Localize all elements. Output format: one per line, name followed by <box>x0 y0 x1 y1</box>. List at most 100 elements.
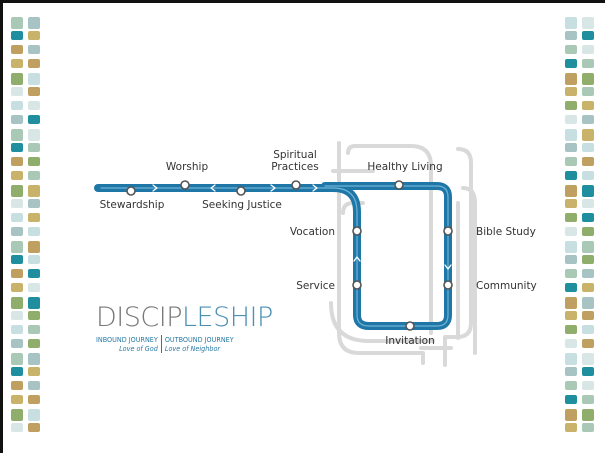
mosaic-tile <box>28 73 40 85</box>
journey-caption: INBOUND JOURNEY Love of God OUTBOUND JOU… <box>96 335 273 353</box>
mosaic-tile <box>28 409 40 421</box>
grey-track-1 <box>337 141 425 365</box>
direction-arrows <box>152 184 452 270</box>
mosaic-tile <box>582 157 594 166</box>
transit-route-map: Stewardship Worship Seeking Justice Spir… <box>94 141 537 367</box>
mosaic-tile <box>11 213 23 222</box>
mosaic-tile <box>582 17 594 29</box>
mosaic-tile <box>582 381 594 390</box>
mosaic-tile <box>28 423 40 432</box>
mosaic-tile <box>11 241 23 253</box>
mosaic-tile <box>11 353 23 365</box>
mosaic-tile <box>582 255 594 264</box>
mosaic-tile <box>565 339 577 348</box>
mosaic-tile <box>11 73 23 85</box>
mosaic-tile <box>11 367 23 376</box>
arrow-5 <box>444 264 452 270</box>
mosaic-tile <box>582 171 594 180</box>
route-inner <box>100 185 449 327</box>
mosaic-tile <box>11 87 23 96</box>
mosaic-tile <box>582 115 594 124</box>
mosaic-tile <box>565 423 577 432</box>
mosaic-tile <box>28 353 40 365</box>
mosaic-tile <box>28 101 40 110</box>
mosaic-tile <box>11 269 23 278</box>
mosaic-tile <box>28 171 40 180</box>
mosaic-tile <box>582 213 594 222</box>
mosaic-tile <box>582 143 594 152</box>
arrow-2 <box>210 184 216 192</box>
mosaic-tile <box>582 353 594 365</box>
grey-track-2 <box>346 144 433 335</box>
mosaic-tile <box>565 283 577 292</box>
mosaic-tile <box>582 87 594 96</box>
logo-word-part1: DISCIP <box>96 302 183 333</box>
healthy-living-stop <box>394 180 404 190</box>
mosaic-tile <box>565 241 577 253</box>
spiritual-practices-stop <box>291 180 301 190</box>
mosaic-tile <box>565 297 577 309</box>
mosaic-tile <box>565 311 577 320</box>
mosaic-tile <box>11 171 23 180</box>
label-healthy-living: Healthy Living <box>367 161 442 173</box>
mosaic-tile <box>565 227 577 236</box>
mosaic-tile <box>582 101 594 110</box>
mosaic-tile <box>28 143 40 152</box>
mosaic-tile <box>565 129 577 141</box>
mosaic-tile <box>582 269 594 278</box>
mosaic-tile <box>565 325 577 334</box>
seeking-justice-stop <box>236 186 246 196</box>
vocation-stop <box>352 226 362 236</box>
mosaic-tile <box>565 255 577 264</box>
mosaic-tile <box>565 45 577 54</box>
community-stop <box>443 280 453 290</box>
mosaic-tile <box>28 87 40 96</box>
mosaic-tile <box>582 311 594 320</box>
mosaic-tile <box>565 409 577 421</box>
mosaic-tile <box>565 59 577 68</box>
mosaic-tile <box>565 101 577 110</box>
label-stewardship: Stewardship <box>100 199 165 211</box>
mosaic-tile <box>565 381 577 390</box>
station-dots <box>126 180 453 331</box>
mosaic-tile <box>565 115 577 124</box>
mosaic-tile <box>11 381 23 390</box>
blue-route <box>94 182 452 330</box>
arrow-1 <box>152 184 158 192</box>
mosaic-tile <box>28 325 40 334</box>
mosaic-tile <box>582 395 594 404</box>
mosaic-tile <box>28 115 40 124</box>
mosaic-tile <box>565 31 577 40</box>
arrow-6 <box>312 184 318 192</box>
mosaic-tile <box>565 185 577 197</box>
invitation-stop <box>405 321 415 331</box>
mosaic-tile <box>11 199 23 208</box>
mosaic-tile <box>11 339 23 348</box>
mosaic-tile <box>11 59 23 68</box>
mosaic-tile <box>28 339 40 348</box>
mosaic-tile <box>28 381 40 390</box>
mosaic-tile <box>565 157 577 166</box>
label-community: Community <box>476 280 537 292</box>
outbound-journey: OUTBOUND JOURNEY Love of Neighbor <box>162 335 234 353</box>
mosaic-tile <box>28 59 40 68</box>
station-labels: Stewardship Worship Seeking Justice Spir… <box>100 149 537 347</box>
mosaic-tile <box>28 269 40 278</box>
mosaic-tile <box>565 73 577 85</box>
mosaic-tile <box>582 367 594 376</box>
mosaic-tile <box>565 367 577 376</box>
logo-wordmark: DISCIPLESHIP <box>96 303 273 333</box>
mosaic-tile <box>565 353 577 365</box>
mosaic-tile <box>11 409 23 421</box>
mosaic-tile <box>565 199 577 208</box>
mosaic-tile <box>11 423 23 432</box>
mosaic-tile <box>565 395 577 404</box>
mosaic-tile <box>11 101 23 110</box>
outbound-subtitle: Love of Neighbor <box>164 344 221 353</box>
mosaic-tile <box>11 31 23 40</box>
mosaic-tile <box>565 143 577 152</box>
mosaic-tile <box>582 297 594 309</box>
logo-word-part2: LESHIP <box>182 302 273 333</box>
arrow-3 <box>270 184 276 192</box>
mosaic-tile <box>565 171 577 180</box>
